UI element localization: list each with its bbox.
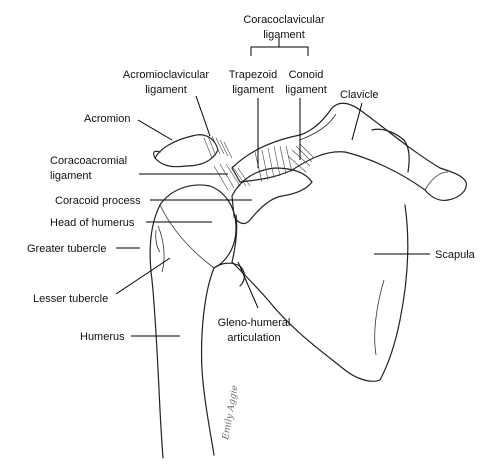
labels: Coracoclavicular ligament Trapezoid liga… [27,14,476,344]
label-glenohumeral-2: articulation [227,332,280,344]
label-acromioclavicular-2: ligament [145,84,187,96]
humerus-bone [149,184,237,459]
label-glenohumeral-1: Gleno-humeral [218,317,291,329]
label-greater-tubercle: Greater tubercle [27,243,106,255]
label-acromioclavicular-1: Acromioclavicular [123,69,210,81]
label-coracoacromial-2: ligament [50,170,92,182]
acromioclavicular-leader [195,95,211,137]
ac-ligament-hatching [203,135,233,159]
coracoacromial-ligament-hatching [213,163,251,191]
label-trapezoid-2: ligament [232,84,274,96]
coracoclavicular-bracket [250,38,309,56]
label-scapula: Scapula [435,249,476,261]
label-coracoid-process: Coracoid process [55,195,141,207]
glenohumeral-leader [237,261,259,309]
label-conoid-2: ligament [285,84,327,96]
label-humerus: Humerus [80,331,125,343]
label-coracoclavicular-2: ligament [263,29,305,41]
acromion-bone [153,134,219,168]
label-clavicle: Clavicle [340,89,379,101]
lesser-tubercle-leader [115,257,171,295]
trapezoid-conoid-hatching [254,143,315,183]
leader-lines [115,38,430,337]
label-acromion: Acromion [84,113,130,125]
scapula-bone [231,128,410,382]
label-coracoacromial-1: Coracoacromial [50,155,127,167]
label-head-of-humerus: Head of humerus [50,217,135,229]
label-coracoclavicular-1: Coracoclavicular [243,14,325,26]
label-conoid-1: Conoid [289,69,324,81]
acromion-leader [137,119,173,141]
label-lesser-tubercle: Lesser tubercle [33,293,108,305]
clavicle-bone [231,102,467,201]
clavicle-leader [351,102,363,141]
artist-signature: Emily Aggie [221,385,241,442]
label-trapezoid-1: Trapezoid [229,69,278,81]
coracoid-bone [231,167,313,225]
